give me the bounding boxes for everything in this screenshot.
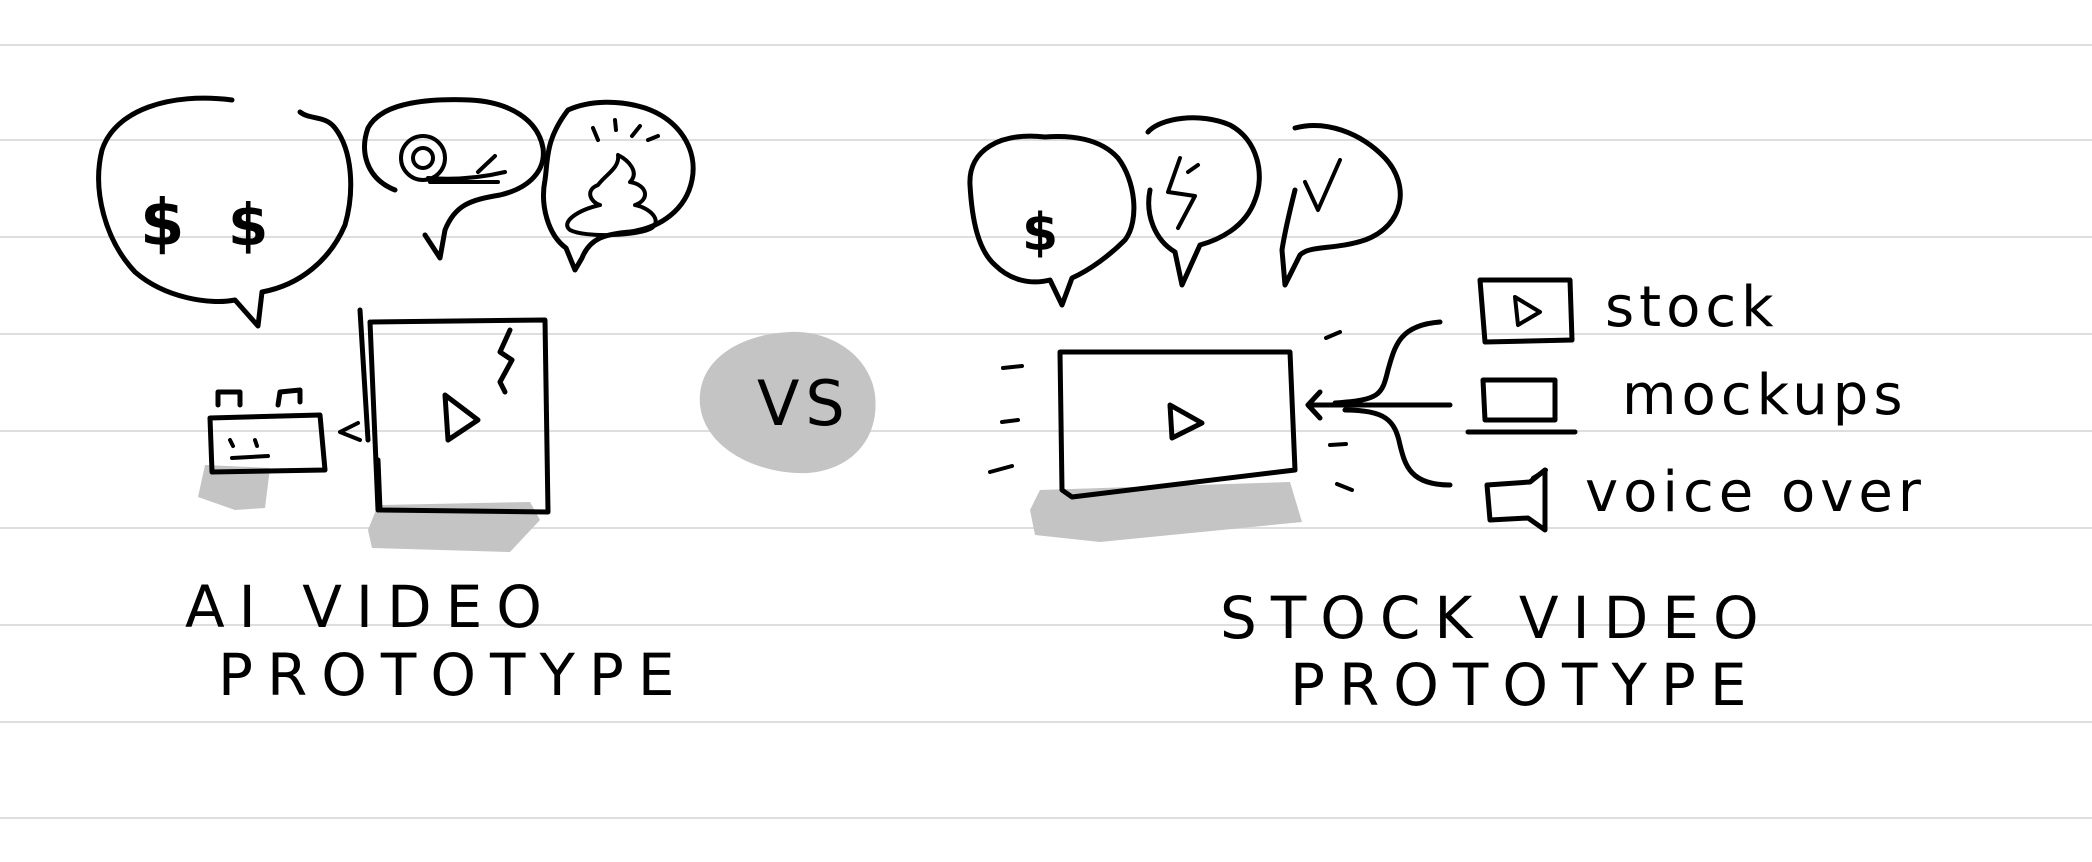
stock-video-caption-line1: STOCK VIDEO (1220, 584, 1773, 652)
checkmark-icon (1303, 158, 1342, 212)
motion-lines (988, 330, 1354, 492)
speech-bubble-poop (541, 99, 696, 273)
ai-video-prototype: $ $ (96, 95, 696, 709)
speech-bubble-checkmark (1279, 123, 1403, 288)
input-voice-over-label: voice over (1585, 460, 1926, 525)
input-mockups-label: mockups (1622, 363, 1908, 428)
robot-icon (198, 387, 362, 510)
input-stock: stock (1477, 275, 1779, 345)
play-icon (442, 392, 481, 443)
video-play-icon (1477, 277, 1575, 345)
input-connectors (1305, 319, 1453, 488)
snail-icon (399, 134, 507, 184)
input-mockups: mockups (1465, 363, 1908, 435)
laptop-icon (1465, 377, 1578, 435)
speaker-icon (1484, 467, 1548, 533)
ai-video-frame (357, 307, 551, 552)
lightning-icon (1166, 156, 1200, 230)
speech-bubble-money: $ $ (96, 95, 354, 329)
money-icon-2: $ (228, 191, 268, 259)
ai-video-caption-line2: PROTOTYPE (218, 641, 689, 709)
speech-bubble-snail (362, 97, 546, 261)
input-voice-over: voice over (1484, 460, 1926, 533)
input-stock-label: stock (1605, 275, 1779, 340)
speech-bubble-lightning (1145, 115, 1262, 288)
stock-video-prototype: $ (967, 115, 1926, 719)
money-icon: $ (140, 187, 185, 261)
play-icon (1167, 402, 1205, 441)
stock-video-caption-line2: PROTOTYPE (1290, 651, 1761, 719)
money-icon: $ (1022, 203, 1058, 263)
ai-video-caption-line1: AI VIDEO (185, 573, 556, 641)
vs-badge: VS (699, 331, 876, 474)
stock-video-frame (988, 330, 1354, 542)
speech-bubble-money-small: $ (967, 133, 1137, 308)
vs-label: VS (757, 367, 851, 440)
poop-icon (565, 118, 660, 238)
